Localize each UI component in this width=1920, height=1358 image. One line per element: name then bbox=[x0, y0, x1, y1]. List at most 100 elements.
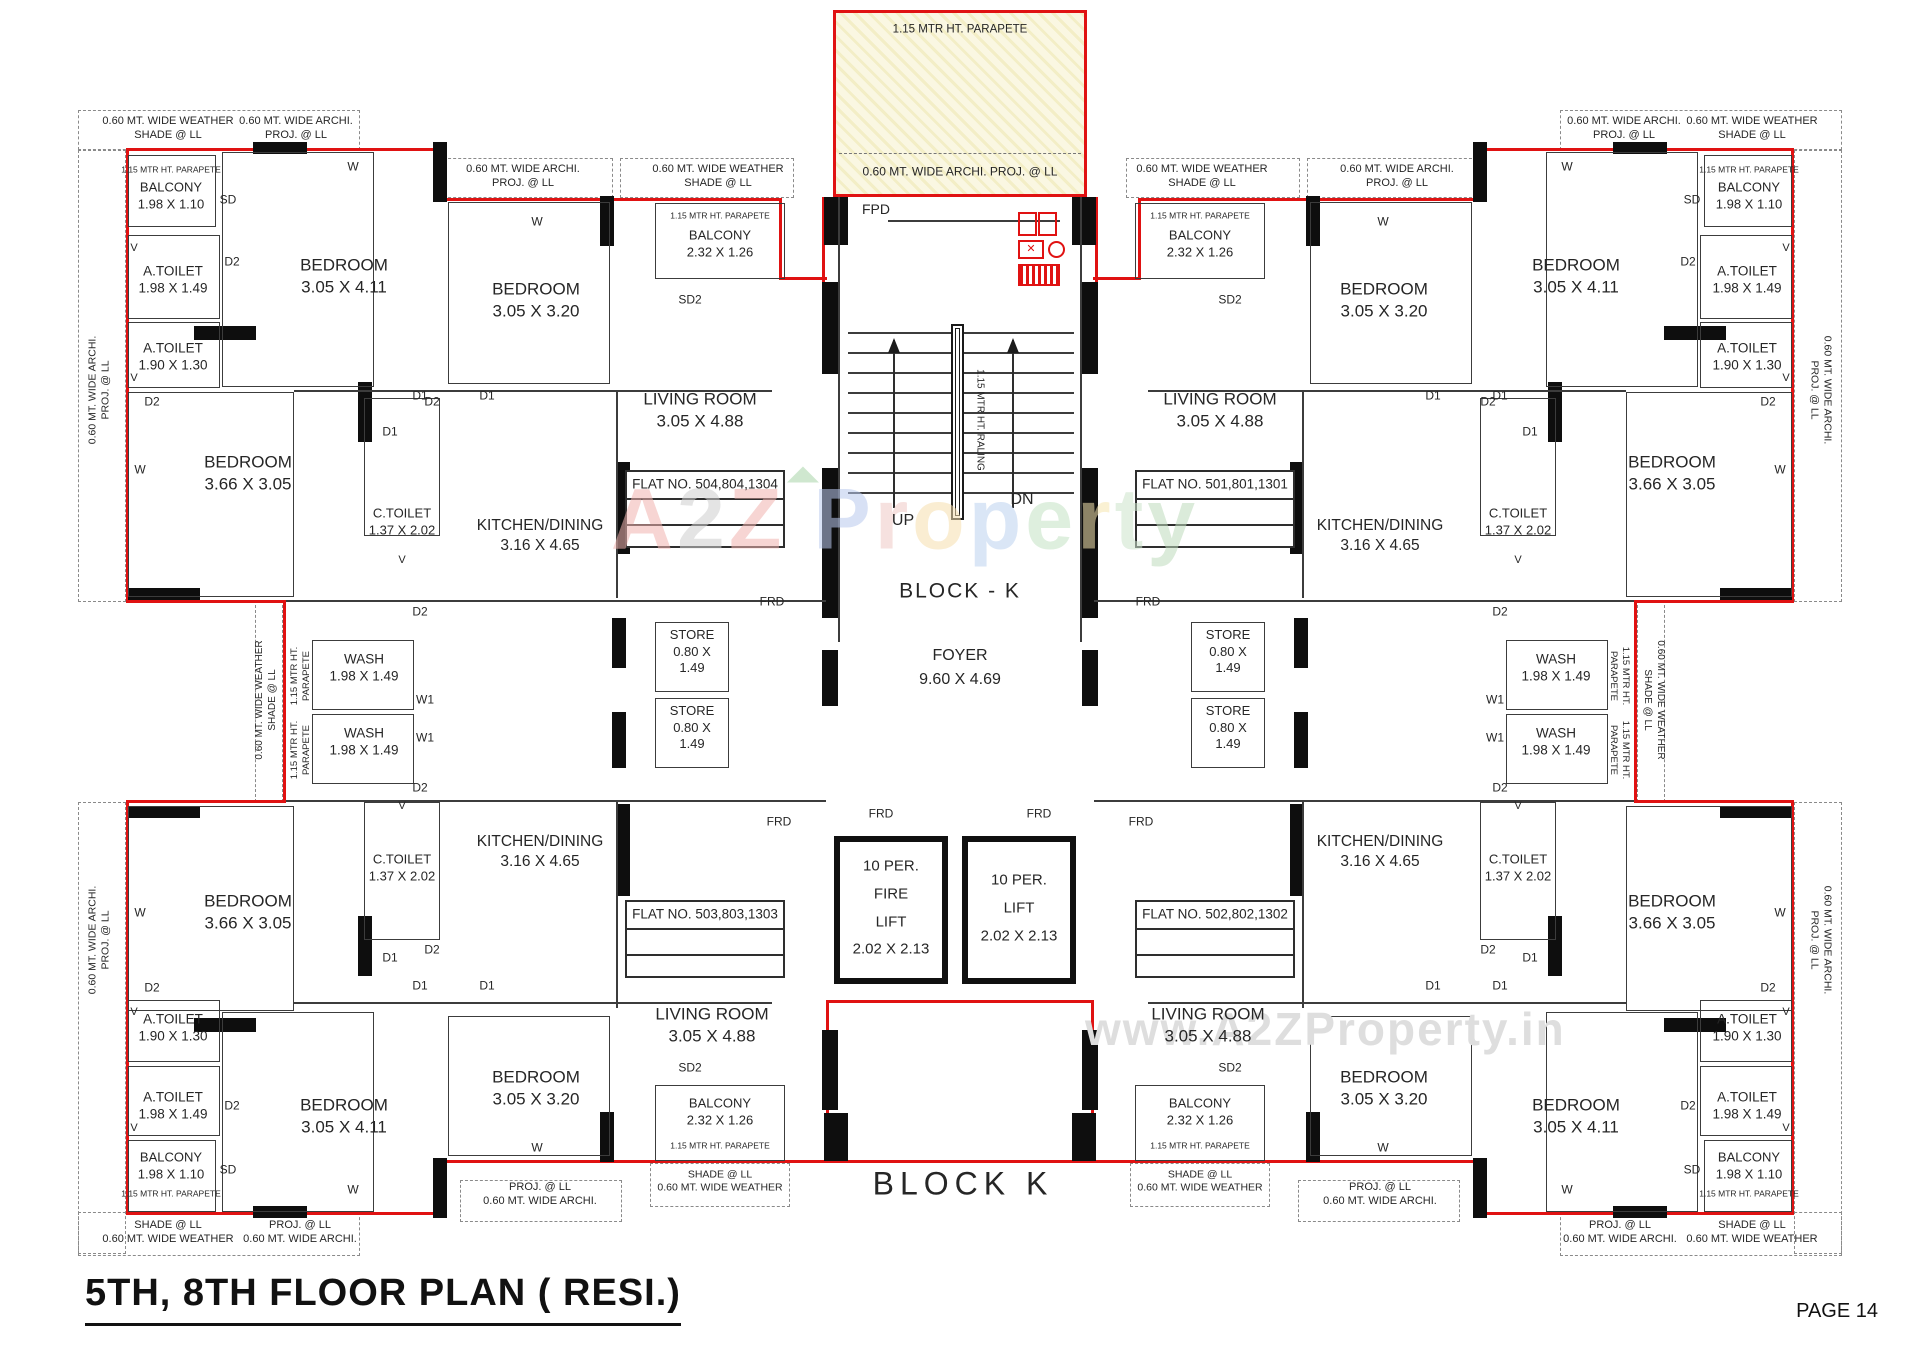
plan-wall bbox=[253, 142, 307, 154]
side-strip-bottom: 0.60 MT. WIDE ARCHI.PROJ. @ LL bbox=[1808, 885, 1834, 995]
plan-flat bbox=[1135, 900, 1295, 978]
d1-mark: D1 bbox=[382, 424, 398, 439]
plan-wall bbox=[616, 804, 630, 896]
plan-dash bbox=[460, 1180, 622, 1222]
plan-room bbox=[128, 392, 294, 597]
plan-wall bbox=[1294, 712, 1308, 768]
w1-mark: W1 bbox=[416, 730, 434, 745]
frd-mark: FRD bbox=[766, 814, 792, 829]
d1-mark: D1 bbox=[412, 978, 428, 993]
plan-wall bbox=[1306, 1112, 1320, 1162]
d2-mark: D2 bbox=[1680, 254, 1696, 269]
plan-wall bbox=[1082, 468, 1098, 618]
sd2-bottom: SD2 bbox=[1218, 1060, 1242, 1075]
d1-mark: D1 bbox=[1522, 950, 1538, 965]
plan-red bbox=[126, 800, 286, 803]
sd-top: SD bbox=[1683, 192, 1701, 207]
balcony-parapet-232-bottom: 1.15 MTR HT. PARAPETE bbox=[670, 1140, 770, 1151]
plan-wall bbox=[1082, 1030, 1098, 1110]
plan-wall bbox=[433, 1158, 447, 1218]
balcony-parapet-top: 1.15 MTR HT. PARAPETE bbox=[121, 164, 221, 175]
d1-mark: D1 bbox=[479, 978, 495, 993]
w1-mark: W1 bbox=[416, 692, 434, 707]
sheet-title: 5TH, 8TH FLOOR PLAN ( RESI.) bbox=[85, 1272, 681, 1326]
plan-room bbox=[1310, 202, 1472, 384]
plan-flat bbox=[625, 900, 785, 978]
d1-mark: D1 bbox=[1492, 388, 1508, 403]
plan-wall bbox=[1664, 326, 1726, 340]
plan-room bbox=[1626, 392, 1792, 597]
w-side-top: W bbox=[134, 462, 146, 477]
v-mark: V bbox=[130, 1005, 138, 1018]
plan-room bbox=[1480, 398, 1556, 536]
plan-room bbox=[128, 235, 220, 319]
plan-dash bbox=[620, 158, 794, 198]
plan-room bbox=[1546, 1012, 1698, 1212]
plan-room bbox=[222, 152, 374, 387]
balcony-parapet-top: 1.15 MTR HT. PARAPETE bbox=[1699, 164, 1799, 175]
d2-mark: D2 bbox=[1480, 394, 1496, 409]
d1-mark: D1 bbox=[1425, 978, 1441, 993]
plan-red bbox=[826, 1000, 1094, 1003]
plan-wall bbox=[1082, 282, 1098, 374]
plan-red bbox=[440, 1160, 830, 1163]
plan-wall bbox=[1473, 142, 1487, 202]
plan-room bbox=[1700, 1066, 1792, 1136]
watermark-url: www.A2ZProperty.in bbox=[1085, 1003, 1566, 1055]
plan-wall bbox=[1720, 588, 1792, 600]
plan-line bbox=[616, 802, 618, 1008]
block-k-top-label: BLOCK - K bbox=[899, 579, 1021, 603]
plan-dash bbox=[1126, 158, 1300, 198]
plan-wall bbox=[1664, 1018, 1726, 1032]
balcony-parapet-bottom: 1.15 MTR HT. PARAPETE bbox=[121, 1188, 221, 1199]
fire-valve-icon bbox=[1048, 241, 1065, 258]
parapete-mid-2: 1.15 MTR HT.PARAPETE bbox=[288, 720, 312, 780]
fire-extinguisher-icon bbox=[1018, 212, 1037, 236]
plan-line bbox=[1302, 802, 1304, 1008]
parapete-mid-1: 1.15 MTR HT.PARAPETE bbox=[288, 646, 312, 706]
d1-mark: D1 bbox=[412, 388, 428, 403]
plan-wall bbox=[253, 1206, 307, 1218]
plan-lift bbox=[834, 836, 948, 984]
plan-wall bbox=[1290, 804, 1304, 896]
flat-501: FLAT NO. 501,801,1301 bbox=[1142, 476, 1288, 492]
plan-wall bbox=[1082, 650, 1098, 706]
fpd: FPD bbox=[862, 201, 890, 218]
plan-red bbox=[126, 800, 129, 1215]
plan-red bbox=[826, 1160, 1094, 1163]
watermark-letter bbox=[785, 472, 813, 568]
d1-mark: D1 bbox=[1425, 388, 1441, 403]
plan-room bbox=[448, 1016, 610, 1156]
dn-label: DN bbox=[1010, 490, 1034, 508]
frd-mark: FRD bbox=[1026, 806, 1052, 821]
plan-room bbox=[128, 1140, 216, 1212]
plan-dash bbox=[650, 1163, 790, 1207]
watermark-letter: t bbox=[1114, 471, 1148, 568]
v-mark: V bbox=[130, 371, 138, 384]
plan-flat bbox=[625, 470, 785, 548]
archi-proj-top-mid: 0.60 MT. WIDE ARCHI.PROJ. @ LL bbox=[1340, 162, 1454, 189]
balcony-parapet-232-top: 1.15 MTR HT. PARAPETE bbox=[670, 210, 770, 221]
d2-mark: D2 bbox=[144, 980, 160, 995]
plan-wall bbox=[358, 382, 372, 442]
w-mark: W bbox=[1561, 159, 1573, 174]
